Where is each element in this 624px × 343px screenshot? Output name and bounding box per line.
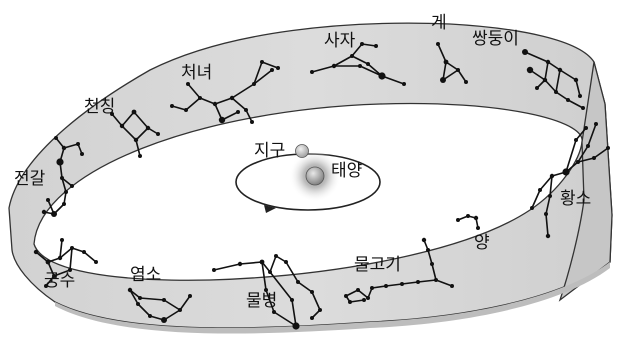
libra-label: 천칭	[84, 97, 115, 117]
leo-label: 사자	[324, 31, 356, 51]
scorpius-label: 전갈	[14, 169, 46, 189]
capricornus-label: 염소	[130, 265, 161, 285]
earth-label: 지구	[254, 141, 285, 161]
earth-icon	[296, 145, 309, 158]
taurus-label: 황소	[560, 189, 591, 209]
cancer-label: 게	[431, 13, 447, 33]
sagittarius-label: 궁수	[44, 271, 75, 291]
sun-label: 태양	[331, 161, 362, 181]
sun-icon	[306, 167, 324, 185]
virgo-label: 처녀	[181, 63, 212, 83]
aquarius-label: 물병	[246, 291, 277, 311]
pisces-label: 물고기	[354, 255, 401, 275]
gemini-label: 쌍둥이	[472, 29, 519, 49]
aries-label: 양	[474, 233, 490, 253]
